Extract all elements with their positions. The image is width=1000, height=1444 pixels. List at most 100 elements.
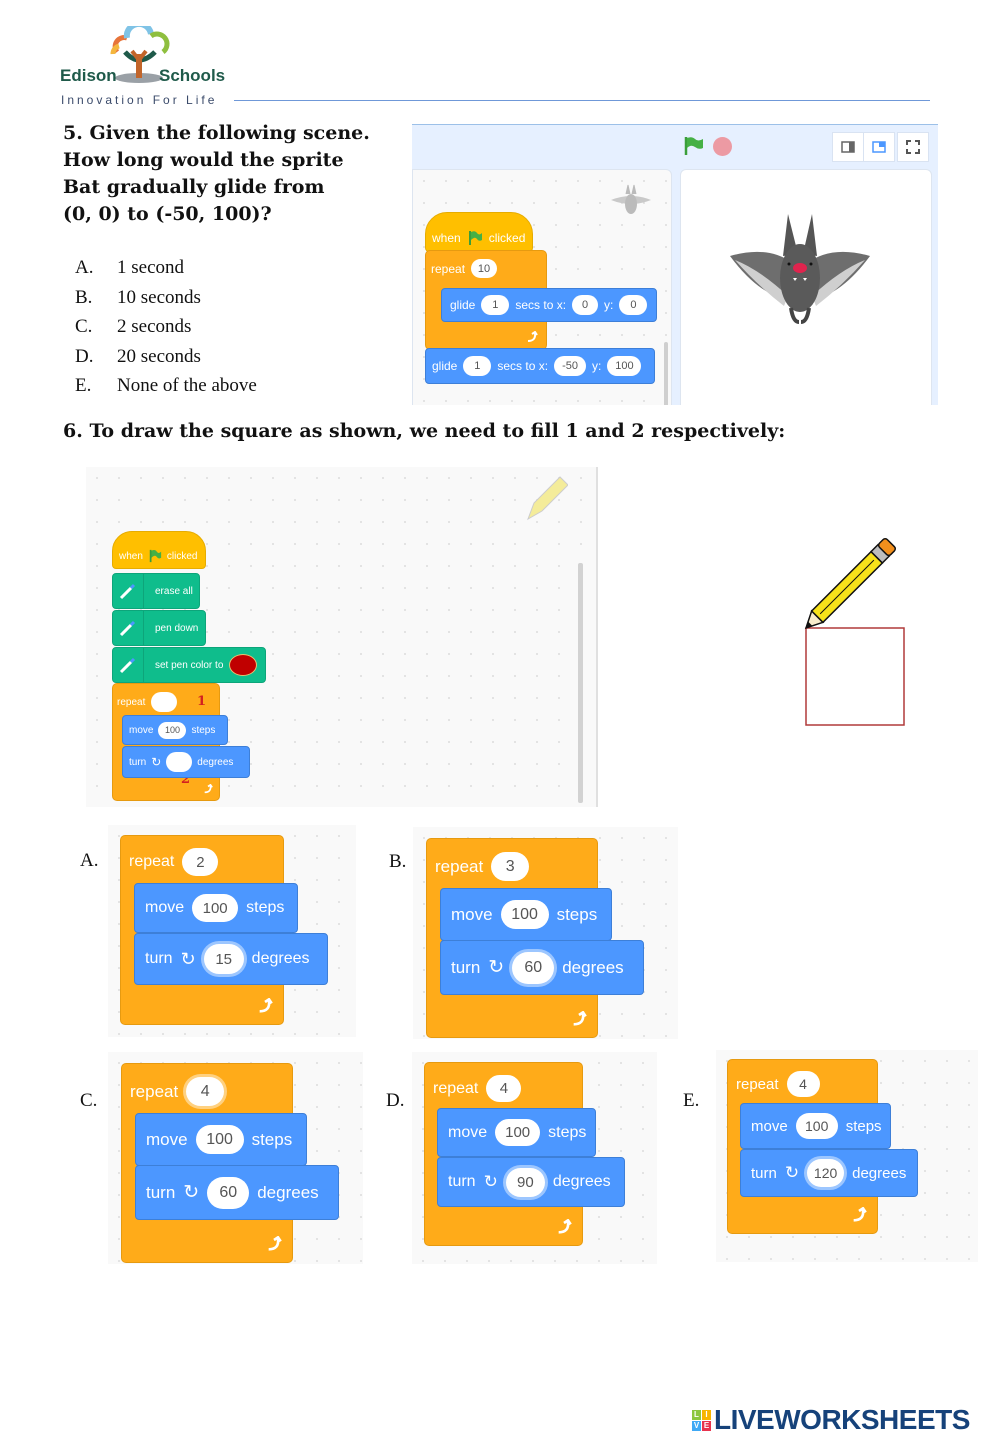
turn-label: turn (146, 1182, 176, 1202)
when-label: when (432, 231, 461, 245)
green-flag-icon[interactable] (682, 135, 704, 157)
y-label: y: (592, 359, 602, 373)
glide-x-input[interactable]: -50 (554, 356, 587, 376)
repeat-count-input-blank-1[interactable] (151, 692, 178, 712)
option-c[interactable]: C.2 seconds (75, 316, 192, 337)
move-steps-input[interactable]: 100 (795, 1113, 838, 1139)
pen-down-label: pen down (155, 622, 199, 634)
glide-secs-input[interactable]: 1 (463, 356, 492, 376)
school-logo: Edison Schools Innovation For Life (60, 26, 235, 107)
loop-arrow-icon (527, 331, 538, 342)
turn-block[interactable]: turn ↻ 90 degrees (437, 1157, 625, 1207)
degrees-label: degrees (197, 756, 234, 768)
option-a[interactable]: A.1 second (75, 257, 185, 278)
logo-tagline: Innovation For Life (61, 93, 218, 107)
turn-degrees-input[interactable]: 60 (512, 951, 555, 984)
when-flag-clicked-block[interactable]: when clicked (425, 212, 533, 252)
move-steps-input[interactable]: 100 (500, 900, 549, 929)
turn-degrees-input[interactable]: 90 (505, 1167, 545, 1197)
answer-option-e[interactable]: repeat 4 move 100 steps turn ↻ 120 degre… (716, 1050, 978, 1262)
rotate-right-icon: ↻ (784, 1163, 800, 1182)
script-scrollbar[interactable] (578, 563, 583, 803)
turn-degrees-input[interactable]: 60 (207, 1176, 250, 1209)
turn-block[interactable]: turn ↻ 60 degrees (440, 940, 644, 995)
pencil-icon (804, 537, 897, 630)
turn-block[interactable]: turn ↻ 120 degrees (740, 1149, 918, 1197)
set-pen-color-block[interactable]: set pen color to (112, 647, 266, 683)
answer-letter: D. (386, 1090, 405, 1111)
secs-to-x-label: secs to x: (515, 298, 567, 312)
turn-block[interactable]: turn ↻ 60 degrees (135, 1165, 339, 1220)
pen-script-area: when clicked erase all pen down set pen … (86, 467, 598, 807)
move-block[interactable]: move 100 steps (437, 1108, 596, 1157)
question-5-title: 5. Given the following scene. How long w… (63, 122, 370, 225)
bat-sprite[interactable] (725, 212, 875, 332)
rotate-right-icon: ↻ (483, 1172, 498, 1191)
small-stage-icon (841, 141, 855, 153)
move-label: move (145, 899, 185, 916)
repeat-count-input[interactable]: 4 (186, 1077, 225, 1106)
turn-degrees-input[interactable]: 120 (807, 1159, 845, 1187)
move-steps-input[interactable]: 100 (495, 1119, 541, 1146)
pen-extension-icon (113, 611, 144, 645)
repeat-count-input[interactable]: 10 (471, 259, 498, 278)
answer-option-c[interactable]: repeat 4 move 100 steps turn ↻ 60 degree… (108, 1052, 363, 1264)
when-flag-clicked-block[interactable]: when clicked (112, 531, 206, 569)
turn-label: turn (448, 1173, 476, 1190)
answer-option-d[interactable]: repeat 4 move 100 steps turn ↻ 90 degree… (412, 1052, 657, 1264)
answer-option-a[interactable]: repeat 2 move 100 steps turn ↻ 15 degree… (108, 825, 356, 1037)
glide-y-input[interactable]: 0 (619, 295, 648, 315)
move-block[interactable]: move 100 steps (135, 1113, 307, 1166)
move-block[interactable]: move 100 steps (740, 1103, 891, 1149)
liveworksheets-logo: L I V E LIVEWORKSHEETS (692, 1404, 970, 1436)
pen-down-block[interactable]: pen down (112, 610, 206, 646)
turn-block[interactable]: turn ↻ 15 degrees (134, 933, 328, 985)
rotate-right-icon: ↻ (183, 1182, 200, 1203)
glide-outer-block[interactable]: glide 1 secs to x: -50 y: 100 (425, 348, 655, 384)
move-steps-input[interactable]: 100 (192, 894, 239, 922)
small-stage-button[interactable] (832, 132, 864, 162)
repeat-count-input[interactable]: 3 (491, 852, 530, 881)
glide-secs-input[interactable]: 1 (481, 295, 510, 315)
pen-extension-icon (113, 648, 144, 682)
glide-inner-block[interactable]: glide 1 secs to x: 0 y: 0 (441, 288, 657, 322)
option-b[interactable]: B.10 seconds (75, 286, 201, 308)
move-block[interactable]: move 100 steps (440, 888, 612, 941)
header-divider (234, 100, 930, 101)
turn-label: turn (129, 756, 147, 768)
repeat-count-input[interactable]: 4 (786, 1071, 820, 1097)
steps-label: steps (548, 1123, 587, 1141)
repeat-label: repeat (433, 1079, 479, 1097)
move-block[interactable]: move 100 steps (134, 883, 298, 933)
liveworksheets-wordmark: LIVEWORKSHEETS (714, 1404, 970, 1435)
answer-option-b[interactable]: repeat 3 move 100 steps turn ↻ 60 degree… (413, 827, 678, 1039)
repeat-label: repeat (129, 853, 175, 870)
repeat-count-input[interactable]: 4 (486, 1075, 522, 1102)
loop-arrow-icon (204, 784, 213, 794)
y-label: y: (604, 298, 614, 312)
rotate-right-icon: ↻ (151, 755, 162, 769)
move-steps-input[interactable]: 100 (195, 1125, 244, 1154)
turn-block[interactable]: turn ↻ degrees (122, 746, 250, 778)
fullscreen-button[interactable] (897, 132, 929, 162)
glide-x-input[interactable]: 0 (572, 295, 599, 315)
option-e[interactable]: E.None of the above (75, 375, 257, 396)
logo-text-right: Schools (159, 66, 226, 85)
option-d[interactable]: D.20 seconds (75, 345, 201, 367)
steps-label: steps (845, 1117, 882, 1135)
move-steps-input[interactable]: 100 (158, 721, 187, 739)
pen-color-swatch[interactable] (229, 654, 258, 676)
turn-degrees-input[interactable]: 15 (203, 944, 244, 974)
repeat-label: repeat (435, 856, 484, 876)
steps-label: steps (246, 899, 285, 916)
stop-icon[interactable] (713, 137, 732, 156)
stage (680, 169, 932, 405)
glide-y-input[interactable]: 100 (607, 356, 642, 376)
move-label: move (751, 1117, 788, 1135)
move-block[interactable]: move 100 steps (122, 715, 228, 745)
turn-degrees-input-blank-2[interactable] (166, 752, 193, 772)
repeat-count-input[interactable]: 2 (182, 848, 219, 876)
code-scrollbar[interactable] (664, 342, 668, 405)
erase-all-block[interactable]: erase all (112, 573, 200, 609)
normal-stage-button[interactable] (863, 132, 895, 162)
